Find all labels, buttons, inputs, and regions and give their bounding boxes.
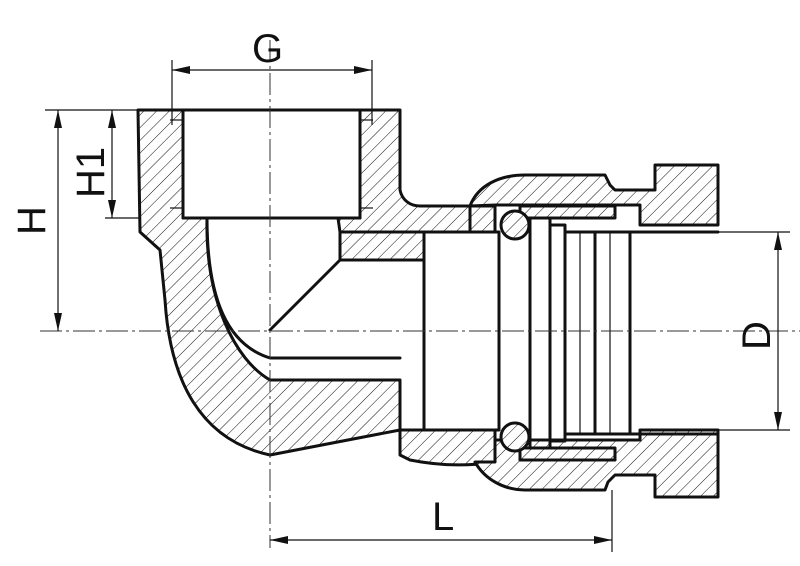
insert-ring-4 [593,230,632,436]
threaded-socket [181,108,362,262]
insert-ring-2 [548,223,567,443]
dim-label-h1: H1 [69,147,113,198]
insert-ring-1 [528,216,552,450]
union-nut-upper-section [468,163,720,227]
dim-label-d: D [735,321,779,350]
body-right-wall-section [336,108,472,234]
dim-label-g: G [252,27,283,71]
dim-label-l: L [432,495,454,539]
sleeve-lower [518,446,617,462]
body-lower-outlet-section [398,428,497,467]
sleeve-upper [518,204,617,220]
o-ring-lower [499,421,531,453]
o-ring-upper [499,209,531,241]
elbow-inner-curve [205,216,402,360]
dim-label-h: H [10,206,54,235]
